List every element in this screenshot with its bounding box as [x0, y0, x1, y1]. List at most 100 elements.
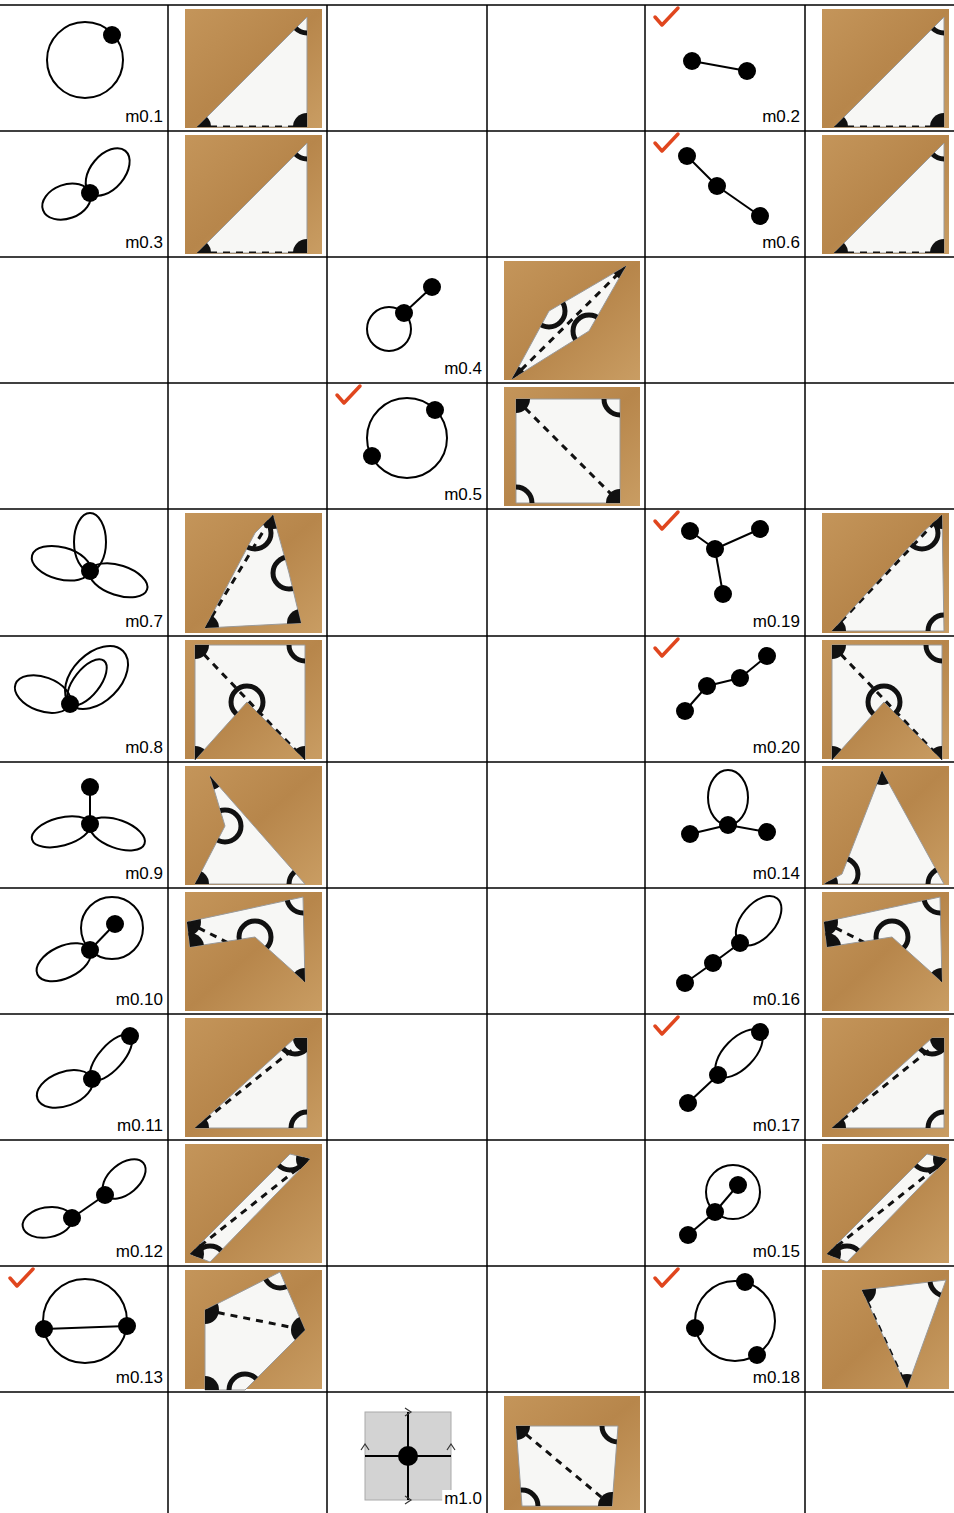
paper-marks: [181, 762, 321, 900]
graph-vertex: [81, 941, 99, 959]
graph-vertex: [81, 778, 99, 796]
label-patch: [751, 739, 801, 757]
paper-sheet: [195, 1038, 307, 1128]
paper-marks: [500, 383, 636, 519]
graph-vertex: [679, 1226, 697, 1244]
graph-drawing: [28, 778, 149, 857]
grid-line: [167, 5, 169, 1513]
cell-label: m0.15: [753, 1243, 800, 1261]
paper-marks: [818, 629, 954, 774]
check-mark: [655, 1017, 678, 1034]
wood-ground: [822, 135, 949, 254]
grid-line: [0, 130, 954, 132]
paper-marks: [813, 1138, 954, 1278]
graph-vertex: [678, 147, 696, 165]
graph-loop: [37, 177, 96, 226]
origami-photo: [185, 501, 322, 642]
label-patch: [114, 1369, 164, 1387]
graph-vertex: [719, 816, 737, 834]
check-mark: [337, 386, 360, 403]
graph-vertex: [81, 562, 99, 580]
graph-vertex: [63, 1209, 81, 1227]
graph-edge: [44, 1326, 127, 1329]
paper-marks: [176, 1138, 324, 1278]
paper-marks: [818, 1022, 954, 1144]
paper-marks: [820, 1, 954, 141]
origami-photo: [502, 1396, 640, 1513]
paper-sheet: [834, 143, 944, 253]
graph-vertex: [679, 1094, 697, 1112]
paper-marks: [183, 127, 323, 267]
graph-loop: [47, 22, 123, 98]
glue-arrow: [405, 1496, 411, 1504]
graph-loop: [43, 1279, 127, 1363]
wood-ground: [185, 640, 322, 759]
graph-vertex: [748, 1346, 766, 1364]
wood-ground: [185, 9, 322, 128]
graph-drawing: [681, 770, 776, 843]
graph-drawing: [681, 520, 769, 603]
paper-marks: [181, 1022, 323, 1144]
paper-marks: [191, 1256, 319, 1406]
cell-label: m0.2: [762, 108, 800, 126]
graph-drawing: [679, 1022, 771, 1112]
grid-line: [486, 5, 488, 1513]
check-mark: [655, 1269, 678, 1286]
grid-line: [0, 635, 954, 637]
graph-vertex: [714, 585, 732, 603]
label-patch: [760, 234, 801, 252]
graph-loop: [95, 1151, 153, 1206]
origami-photo: [185, 1256, 322, 1406]
paper-sheet: [832, 515, 944, 631]
origami-photo: [498, 252, 640, 393]
paper-marks: [191, 501, 315, 642]
graph-loop: [53, 634, 140, 721]
cell-label: m0.13: [116, 1369, 163, 1387]
graph-drawing: [676, 647, 776, 720]
graph-vertex: [736, 1273, 754, 1291]
paper-sheet: [195, 776, 305, 884]
graph-vertex: [395, 304, 413, 322]
check-mark: [655, 8, 678, 25]
cell-label: m0.16: [753, 991, 800, 1009]
label-patch: [123, 865, 164, 883]
label-patch: [751, 865, 801, 883]
graph-vertex: [751, 207, 769, 225]
graph-vertex: [706, 1203, 724, 1221]
wood-ground: [185, 135, 322, 254]
cell-label: m0.5: [444, 486, 482, 504]
square-symbol: [361, 1408, 455, 1504]
cell-label: m0.14: [753, 865, 800, 883]
graph-vertex: [81, 184, 99, 202]
glue-arrow: [447, 1444, 455, 1450]
label-patch: [442, 360, 483, 378]
origami-photo: [500, 383, 640, 519]
origami-photo: [810, 881, 954, 1011]
graph-drawing: [683, 52, 756, 80]
paper-sheet: [205, 515, 301, 628]
label-patch: [123, 234, 164, 252]
graph-vertex: [683, 52, 701, 70]
cell-label: m0.9: [125, 865, 163, 883]
graph-vertex: [121, 1027, 139, 1045]
paper-marks: [498, 252, 640, 393]
paper-sheet: [824, 771, 944, 884]
cell-label: m0.4: [444, 360, 482, 378]
label-patch: [751, 1117, 801, 1135]
paper-sheet: [516, 399, 620, 503]
grid-line: [326, 5, 328, 1513]
label-patch: [114, 991, 164, 1009]
graph-vertex: [709, 1066, 727, 1084]
paper-sheet: [187, 897, 305, 982]
graph-vertex: [704, 954, 722, 972]
paper-sheet: [832, 645, 942, 760]
wood-ground: [185, 892, 322, 1011]
cell-label: m0.11: [117, 1117, 163, 1135]
label-patch: [751, 1369, 801, 1387]
paper-marks: [820, 127, 954, 267]
cell-label: m0.3: [125, 234, 163, 252]
label-patch: [751, 991, 801, 1009]
origami-photo: [181, 629, 322, 774]
graph-loop: [77, 140, 138, 204]
graph-vertex: [676, 702, 694, 720]
